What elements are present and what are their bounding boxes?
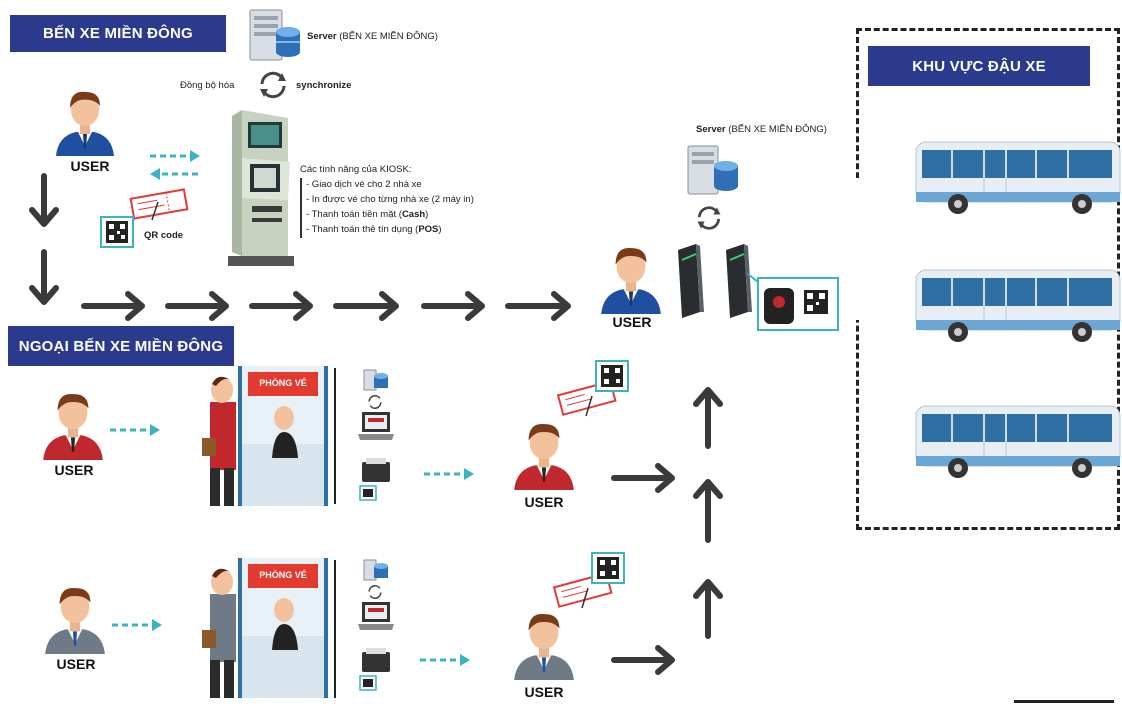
kiosk-exchange-arrows (150, 150, 200, 180)
kiosk-features-title: Các tính năng của KIOSK: (300, 164, 412, 175)
kiosk-feature-item: - Thanh toán thẻ tín dụng (POS) (306, 222, 474, 237)
kiosk-feature-text: - Thanh toán thẻ tín dụng ( (306, 224, 419, 235)
user-label-red-right: USER (524, 494, 564, 510)
person-icon (514, 423, 574, 490)
sync-icon (368, 395, 382, 409)
kiosk-feature-text: - Thanh toán tiền mặt ( (306, 209, 402, 220)
laptop-icon (358, 602, 394, 630)
kiosk-feature-item: - Giao dịch vé cho 2 nhà xe (306, 177, 474, 192)
kiosk-feature-bold: POS (418, 224, 439, 235)
divider-line (334, 560, 336, 698)
bus-icon (915, 405, 1121, 478)
ticket-office-sign: PHÒNG VÉ (259, 378, 307, 388)
kiosk-feature-text: - In được vé cho từng nhà xe (2 máy in) (306, 194, 474, 205)
kiosk-feature-item: - In được vé cho từng nhà xe (2 máy in) (306, 192, 474, 207)
ticket-office-icon (202, 366, 328, 506)
server-icon (249, 9, 300, 61)
server-icon (687, 145, 738, 195)
banner-ngoai-ben-xe: NGOẠI BẾN XE MIỀN ĐÔNG (8, 326, 234, 366)
kiosk-features-bar (300, 178, 302, 238)
banner-khu-vuc-dau-xe: KHU VỰC ĐẬU XE (868, 46, 1090, 86)
user-label-gray-right: USER (524, 684, 564, 700)
ticket-icon (129, 188, 189, 221)
user-label-gray: USER (56, 656, 96, 672)
qr-icon (595, 360, 629, 392)
scanner-icon (747, 273, 839, 331)
kiosk-feature-after: ) (425, 209, 429, 220)
sync-right-label: synchronize (296, 80, 352, 91)
server-top-bold: Server (307, 31, 337, 42)
kiosk-features: Các tính năng của KIOSK: - Giao dịch vé … (300, 162, 474, 238)
person-icon (45, 587, 105, 654)
bus-icon (915, 269, 1121, 342)
sync-icon (260, 71, 286, 99)
person-icon (514, 613, 574, 680)
kiosk-feature-item: - Thanh toán tiền mặt (Cash) (306, 207, 474, 222)
server-top-rest: (BẾN XE MIỀN ĐÔNG) (336, 31, 438, 42)
qr-icon (100, 216, 134, 248)
printer-icon (359, 648, 390, 691)
banner-ben-xe: BẾN XE MIỀN ĐÔNG (10, 15, 226, 52)
person-icon (43, 393, 103, 460)
ticket-office-icon (202, 558, 328, 698)
server-right-label: Server (BẾN XE MIỀN ĐÔNG) (696, 124, 827, 135)
user-label-gate: USER (612, 314, 652, 330)
kiosk-feature-text: - Giao dịch vé cho 2 nhà xe (306, 179, 422, 190)
sync-icon (697, 206, 721, 230)
qr-icon (591, 552, 625, 584)
person-icon (601, 247, 661, 314)
sync-icon (368, 585, 382, 599)
sync-left-label: Đồng bộ hóa (180, 80, 235, 91)
user-label-red: USER (54, 462, 94, 478)
kiosk-icon (228, 110, 294, 266)
qr-code-label: QR code (144, 230, 184, 241)
kiosk-feature-bold: Cash (401, 209, 426, 220)
divider-line (1014, 700, 1114, 703)
laptop-icon (358, 412, 394, 440)
server-right-rest: (BẾN XE MIỀN ĐÔNG) (725, 124, 827, 135)
bus-icon (915, 141, 1121, 214)
ticket-office-sign: PHÒNG VÉ (259, 570, 307, 580)
server-icon (363, 559, 388, 581)
parking-area-gap (852, 178, 862, 320)
kiosk-feature-after: ) (438, 224, 442, 235)
server-icon (363, 369, 388, 391)
person-icon (56, 91, 114, 156)
server-top-label: Server (BẾN XE MIỀN ĐÔNG) (307, 31, 438, 42)
turnstile-icon (678, 244, 752, 318)
divider-line (334, 368, 336, 504)
kiosk-features-list: - Giao dịch vé cho 2 nhà xe - In được vé… (300, 177, 474, 237)
printer-icon (359, 458, 390, 501)
user-label-1: USER (70, 158, 110, 174)
server-right-bold: Server (696, 124, 726, 135)
